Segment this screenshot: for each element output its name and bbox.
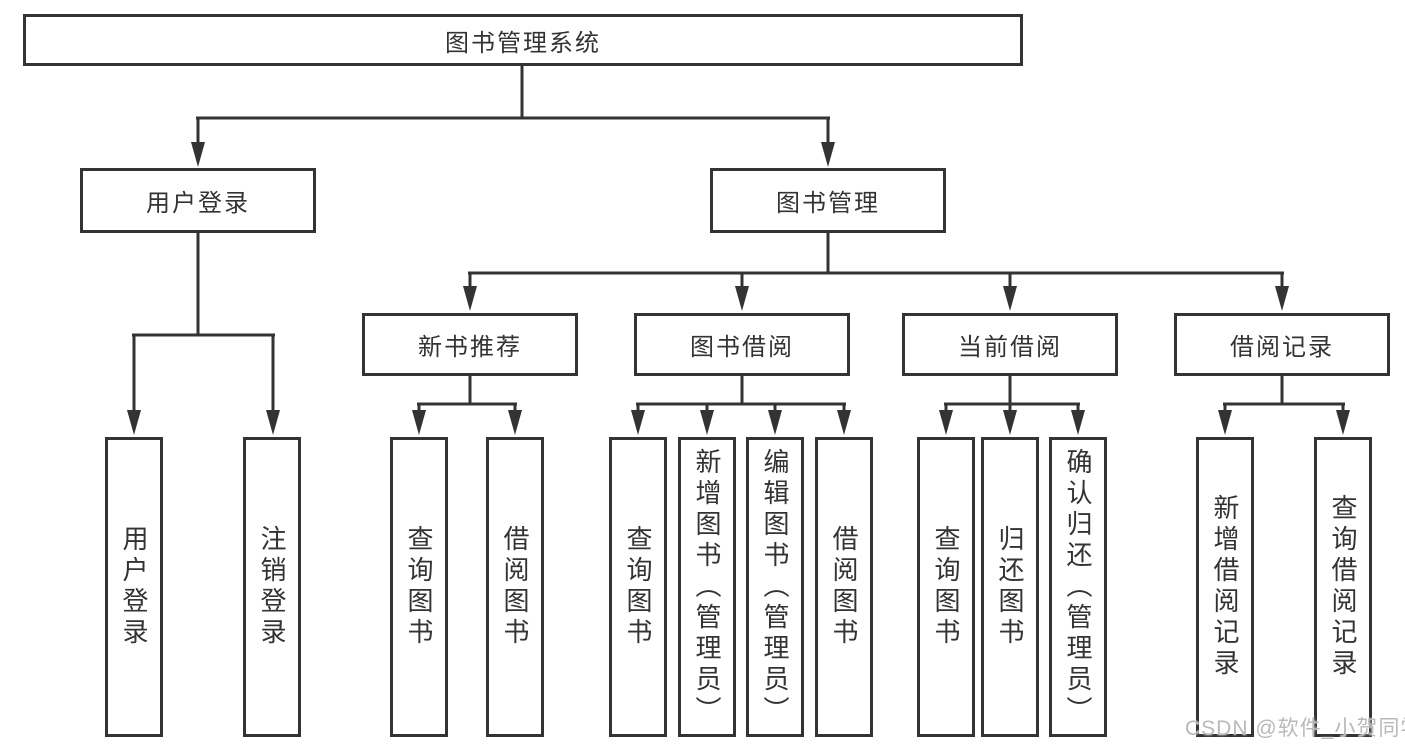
arrow-down-icon — [412, 410, 426, 435]
arrow-down-icon — [266, 410, 280, 435]
arrow-down-icon — [1003, 410, 1017, 435]
connector-group-book-borrowing — [631, 376, 851, 435]
leaf-bb-add-books-admin: 新增图书（管理员） — [678, 437, 736, 737]
connector-group-book-management — [463, 233, 1289, 311]
leaf-cb-return-books: 归还图书 — [981, 437, 1039, 737]
arrow-down-icon — [631, 410, 645, 435]
node-book-borrowing: 图书借阅 — [634, 313, 850, 376]
connector-group-current-borrowing — [939, 376, 1085, 435]
node-user-login: 用户登录 — [80, 168, 316, 233]
leaf-bb-borrow-books: 借阅图书 — [815, 437, 873, 737]
arrow-down-icon — [1275, 286, 1289, 311]
connector-group-user-login — [127, 233, 280, 435]
leaf-bb-query-books: 查询图书 — [609, 437, 667, 737]
node-current-borrowing: 当前借阅 — [902, 313, 1118, 376]
arrow-down-icon — [463, 286, 477, 311]
leaf-cb-query-books: 查询图书 — [917, 437, 975, 737]
leaf-nbr-query-books: 查询图书 — [390, 437, 448, 737]
connector-group-root — [191, 66, 835, 167]
arrow-down-icon — [1336, 410, 1350, 435]
arrow-down-icon — [1003, 286, 1017, 311]
arrow-down-icon — [508, 410, 522, 435]
connector-group-new-book-recommendation — [412, 376, 522, 435]
arrow-down-icon — [1071, 410, 1085, 435]
arrow-down-icon — [939, 410, 953, 435]
arrow-down-icon — [837, 410, 851, 435]
leaf-cb-confirm-return-admin: 确认归还（管理员） — [1049, 437, 1107, 737]
leaf-logout: 注销登录 — [243, 437, 301, 737]
node-root: 图书管理系统 — [23, 14, 1023, 66]
csdn-watermark: CSDN @软件_小贺同学 — [1185, 717, 1405, 740]
leaf-br-query-record: 查询借阅记录 — [1314, 437, 1372, 737]
arrow-down-icon — [127, 410, 141, 435]
node-new-book-recommendation: 新书推荐 — [362, 313, 578, 376]
arrow-down-icon — [821, 142, 835, 167]
arrow-down-icon — [191, 142, 205, 167]
leaf-bb-edit-books-admin: 编辑图书（管理员） — [746, 437, 804, 737]
arrow-down-icon — [700, 410, 714, 435]
connector-group-borrowing-records — [1218, 376, 1350, 435]
node-borrowing-records: 借阅记录 — [1174, 313, 1390, 376]
arrow-down-icon — [1218, 410, 1232, 435]
arrow-down-icon — [768, 410, 782, 435]
leaf-nbr-borrow-books: 借阅图书 — [486, 437, 544, 737]
leaf-br-add-record: 新增借阅记录 — [1196, 437, 1254, 737]
node-book-management: 图书管理 — [710, 168, 946, 233]
arrow-down-icon — [735, 286, 749, 311]
leaf-user-login: 用户登录 — [105, 437, 163, 737]
